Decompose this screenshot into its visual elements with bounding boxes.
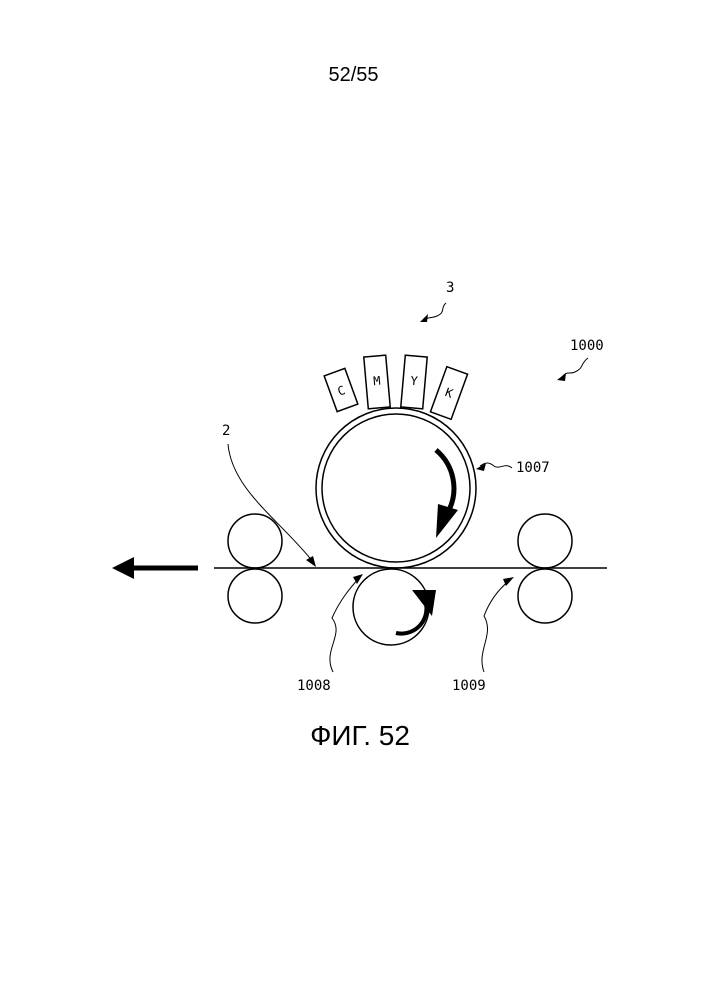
ink-head-k: K <box>430 367 467 420</box>
leader-medium <box>228 444 314 563</box>
label-apparatus: 1000 <box>570 338 604 354</box>
left-lower-roller <box>228 569 282 623</box>
leader-apparatus <box>562 358 588 377</box>
ink-head-c: C <box>324 368 358 411</box>
transport-direction-arrow <box>112 557 198 579</box>
leader-transport-rollers <box>482 580 510 672</box>
label-transport-rollers: 1009 <box>452 678 486 694</box>
right-lower-roller <box>518 569 572 623</box>
drum-rotation-arrow <box>436 450 458 538</box>
label-pressure-roller: 1008 <box>297 678 331 694</box>
leader-pressure-roller <box>330 577 360 672</box>
figure-caption: ФИГ. 52 <box>0 720 707 752</box>
label-ink-head-unit: 3 <box>446 280 454 296</box>
right-upper-roller <box>518 514 572 568</box>
pressure-roller <box>353 569 429 645</box>
ink-head-m: M <box>364 355 390 409</box>
label-medium: 2 <box>222 423 230 439</box>
ink-head-y: Y <box>401 355 427 409</box>
label-drum: 1007 <box>516 460 550 476</box>
drum-inner <box>322 414 470 562</box>
pressure-roller-rotation-arrow <box>396 590 436 634</box>
left-upper-roller <box>228 514 282 568</box>
ink-head-m-label: M <box>373 374 381 389</box>
